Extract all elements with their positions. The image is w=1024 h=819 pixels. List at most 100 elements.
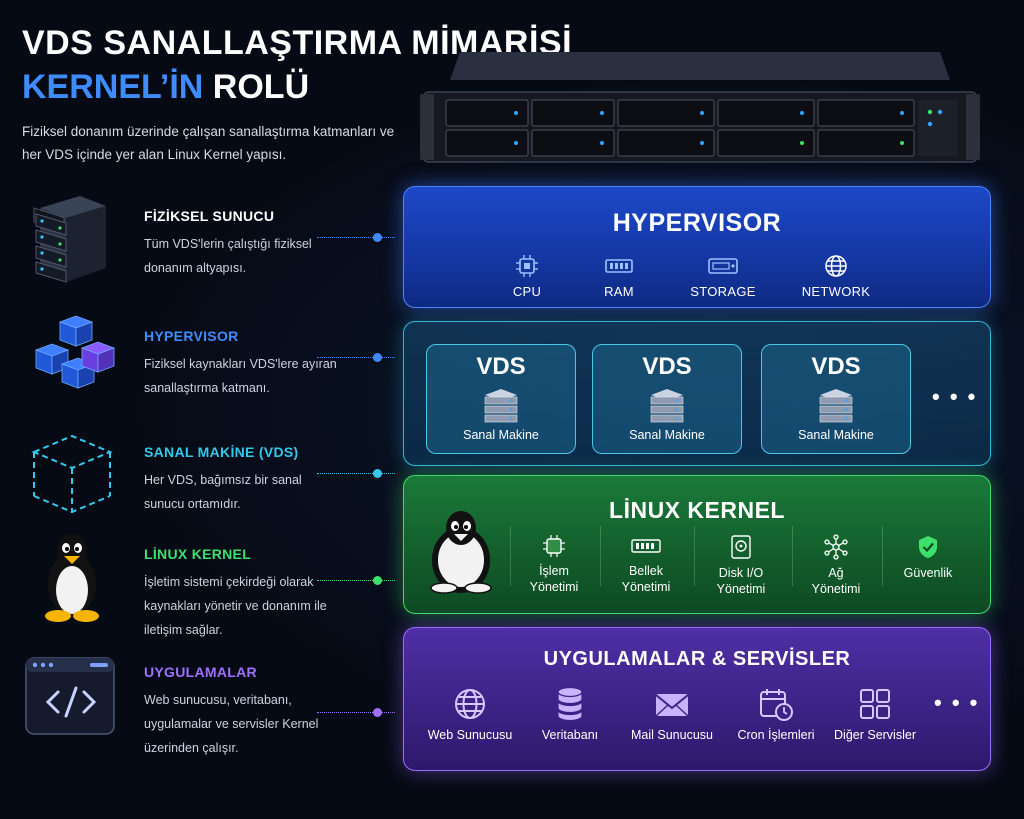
kernel-item-line1: Güvenlik [903,566,953,580]
server-stack-icon [484,389,518,423]
hypervisor-item-label: STORAGE [690,284,756,299]
code-window-icon [25,657,115,735]
hypervisor-item-network: NETWORK [796,253,876,300]
legend-title: SANAL MAKİNE (VDS) [144,444,299,460]
more-services-icon: • • • [934,690,980,715]
physical-server-image [420,52,980,163]
server-stack-icon [650,389,684,423]
storage-icon [708,258,738,274]
legend-dot [373,469,382,478]
legend-linux-kernel: LİNUX KERNEL İşletim sistemi çekirdeği o… [22,526,395,637]
vds-card[interactable]: VDS Sanal Makine [592,344,742,454]
legend-connector [317,237,395,238]
legend-connector [317,580,395,581]
page-subtitle: Fiziksel donanım üzerinde çalışan sanall… [22,124,395,162]
legend-connector [317,473,395,474]
divider [510,526,511,586]
legend-desc: Fiziksel kaynakları VDS'lere ayıran sana… [144,357,337,395]
kernel-item-line2: Yönetimi [716,582,766,596]
disk-icon [731,535,751,559]
hypervisor-title: HYPERVISOR [612,209,782,237]
app-item-label: Web Sunucusu [427,728,513,742]
divider [694,526,695,586]
app-item-label: Veritabanı [541,728,599,742]
legend-dot [373,576,382,585]
app-item-cron-jobs: Cron İşlemleri [726,686,826,743]
grid-icon [860,689,890,719]
shield-check-icon [919,536,937,558]
legend-desc: Tüm VDS'lerin çalıştığı fiziksel donanım… [144,237,312,275]
vds-card[interactable]: VDS Sanal Makine [426,344,576,454]
memory-icon [631,539,661,553]
kernel-item-line1: Disk I/O [718,566,764,580]
legend-hypervisor: HYPERVISOR Fiziksel kaynakları VDS'lere … [22,308,395,418]
network-nodes-icon [824,534,848,560]
app-item-database: Veritabanı [524,686,616,743]
hypervisor-item-ram: RAM [584,253,654,300]
legend-physical-server: FİZİKSEL SUNUCU Tüm VDS'lerin çalıştığı … [22,188,395,298]
legend-dot [373,233,382,242]
cpu-icon [516,255,538,277]
kernel-item-memory: Bellek Yönetimi [606,534,686,595]
vds-title: VDS [811,353,861,380]
kernel-item-line1: İşlem [539,564,569,578]
legend-desc: Her VDS, bağımsız bir sanal sunucu ortam… [144,473,302,511]
kernel-item-line2: Yönetimi [621,580,671,594]
kernel-item-network: Ağ Yönetimi [798,534,874,597]
app-item-label: Mail Sunucusu [631,728,713,742]
ram-icon [605,259,633,273]
divider [600,526,601,586]
calendar-clock-icon [760,689,793,721]
app-item-other-services: Diğer Servisler [828,686,922,743]
vds-card[interactable]: VDS Sanal Makine [761,344,911,454]
cubes-icon [34,315,116,389]
kernel-item-disk-io: Disk I/O Yönetimi [700,534,782,597]
globe-icon [455,689,485,719]
chip-icon [543,535,565,557]
vds-subtitle: Sanal Makine [463,428,539,442]
legend-title: LİNUX KERNEL [144,546,252,562]
hypervisor-item-label: RAM [604,284,634,299]
title-rest: ROLÜ [203,68,310,106]
hypervisor-item-label: NETWORK [801,284,871,299]
page-title-line2: KERNEL’İN ROLÜ [22,68,309,107]
legend-desc: Web sunucusu, veritabanı, uygulamalar ve… [144,693,319,755]
hypervisor-layer: HYPERVISOR CPU RAM STORAGE [403,186,991,308]
legend-title: FİZİKSEL SUNUCU [144,208,275,224]
app-item-web-server: Web Sunucusu [420,686,520,743]
kernel-item-line2: Yönetimi [811,582,861,596]
penguin-icon [45,534,99,622]
dashed-cube-icon [31,434,113,514]
kernel-item-process: İşlem Yönetimi [516,534,592,595]
server-stack-icon [819,389,853,423]
vds-subtitle: Sanal Makine [629,428,705,442]
legend-connector [317,712,395,713]
divider [792,526,793,586]
hypervisor-item-label: CPU [512,284,542,299]
legend-dot [373,708,382,717]
legend-connector [317,357,395,358]
app-item-mail-server: Mail Sunucusu [620,686,724,743]
app-item-label: Cron İşlemleri [737,728,815,742]
database-icon [557,686,583,722]
linux-kernel-layer: LİNUX KERNEL İşlem Yönetimi Bellek [403,475,991,614]
mail-icon [655,694,689,717]
hypervisor-item-cpu: CPU [492,253,562,300]
vds-subtitle: Sanal Makine [798,428,874,442]
kernel-item-line2: Yönetimi [529,580,579,594]
apps-title: UYGULAMALAR & SERVİSLER [543,648,851,670]
kernel-item-line1: Bellek [628,564,664,578]
applications-layer: UYGULAMALAR & SERVİSLER Web Sunucusu Ver… [403,627,991,771]
vds-title: VDS [642,353,692,380]
legend-title: UYGULAMALAR [144,664,257,680]
globe-icon [825,255,847,277]
legend-desc: İşletim sistemi çekirdeği olarak kaynakl… [144,575,327,637]
tux-penguin-icon [430,511,492,594]
divider [882,526,883,586]
server-rack-icon [33,196,106,283]
hypervisor-item-storage: STORAGE [682,253,764,300]
vds-title: VDS [476,353,526,380]
vds-layer: VDS Sanal Makine VDS Sanal Makine VDS [403,321,991,466]
legend-applications: UYGULAMALAR Web sunucusu, veritabanı, uy… [22,644,395,755]
